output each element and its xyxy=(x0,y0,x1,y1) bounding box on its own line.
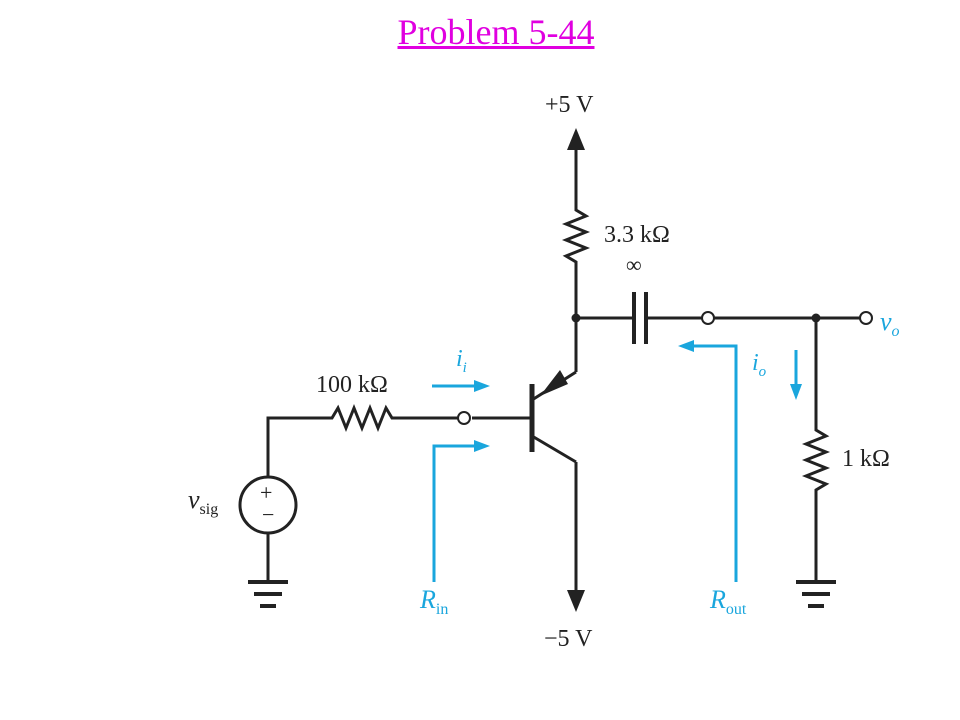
rout-indicator xyxy=(678,340,738,582)
vee-supply-arrow xyxy=(567,462,585,612)
vee-label: −5 V xyxy=(544,626,593,652)
signal-source: + − xyxy=(238,475,298,580)
ii-current-arrow xyxy=(432,380,490,392)
source-resistor xyxy=(266,403,458,498)
io-current-arrow xyxy=(790,350,802,400)
vcc-label: +5 V xyxy=(545,92,594,118)
rsig-label: 100 kΩ xyxy=(316,372,388,398)
load-resistor xyxy=(801,318,831,580)
base-input-terminal xyxy=(457,411,471,425)
coupling-capacitor xyxy=(632,292,648,344)
rin-indicator xyxy=(432,440,490,582)
rout-label: Rout xyxy=(709,585,747,618)
cap-infinity-label: ∞ xyxy=(626,252,642,277)
collector-resistor xyxy=(561,200,591,318)
rl-label: 1 kΩ xyxy=(842,446,890,472)
source-ground-symbol xyxy=(248,580,288,608)
vo-label: vo xyxy=(880,307,900,340)
vo-terminal xyxy=(859,311,873,325)
svg-text:+: + xyxy=(260,480,272,505)
pnp-transistor xyxy=(472,318,578,464)
svg-text:−: − xyxy=(262,502,274,527)
output-terminal-open xyxy=(701,311,715,325)
ii-label: ii xyxy=(456,346,467,376)
rc-label: 3.3 kΩ xyxy=(604,222,670,248)
load-ground-symbol xyxy=(796,580,836,608)
page-title: Problem 5-44 xyxy=(397,12,595,52)
rin-label: Rin xyxy=(419,585,448,618)
vsig-label: vsig xyxy=(188,485,218,518)
vcc-supply-arrow xyxy=(567,128,585,200)
io-label: io xyxy=(752,350,767,380)
